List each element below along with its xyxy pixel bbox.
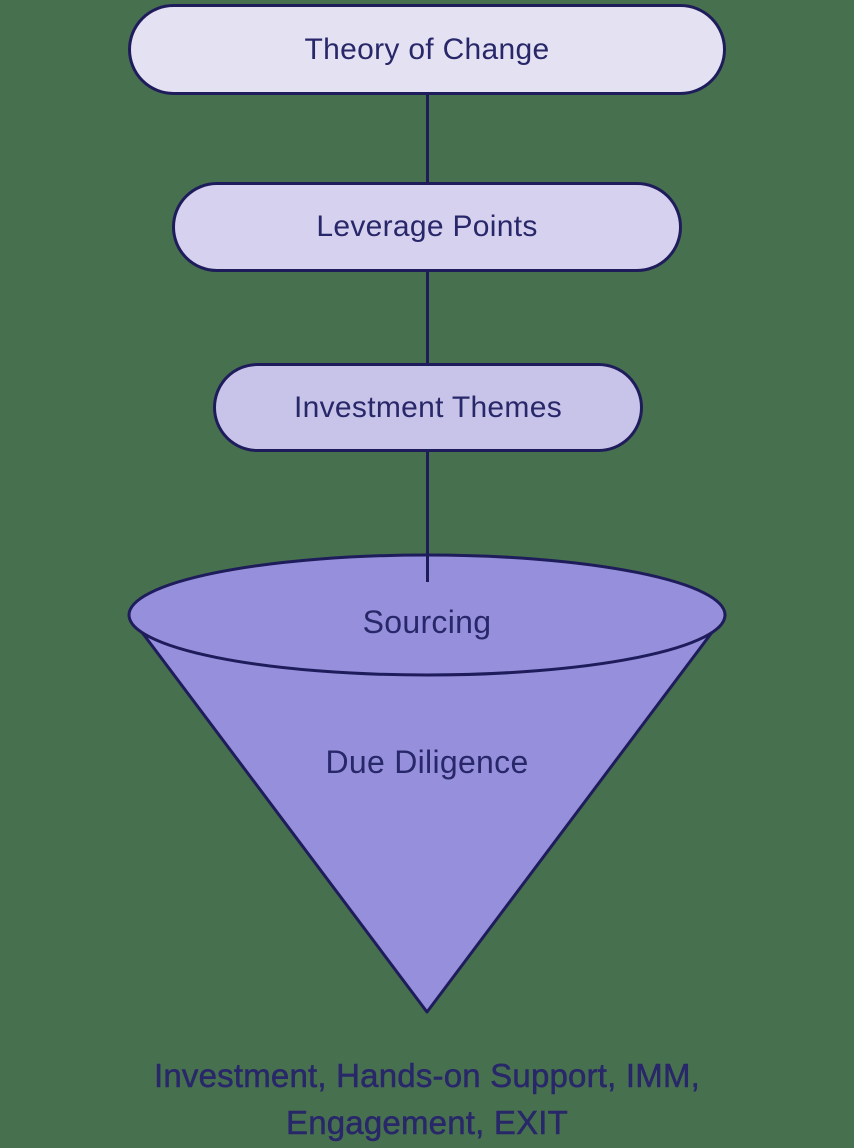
connector-line (426, 271, 429, 364)
node-label: Theory of Change (304, 32, 550, 66)
caption-line-1: Investment, Hands-on Support, IMM, (153, 1057, 701, 1095)
node-leverage-points: Leverage Points (172, 182, 682, 272)
funnel-stage-due-diligence: Due Diligence (325, 744, 529, 780)
node-investment-themes: Investment Themes (213, 363, 643, 452)
connector-line (426, 94, 429, 183)
connector-line (426, 451, 429, 582)
node-label: Investment Themes (294, 390, 562, 424)
funnel-output-caption: Investment, Hands-on Support, IMM, Engag… (0, 1052, 854, 1146)
node-theory-of-change: Theory of Change (128, 4, 726, 95)
node-label: Leverage Points (316, 210, 538, 243)
caption-line-2: Engagement, EXIT (285, 1104, 569, 1142)
funnel-stage-sourcing: Sourcing (362, 604, 492, 640)
